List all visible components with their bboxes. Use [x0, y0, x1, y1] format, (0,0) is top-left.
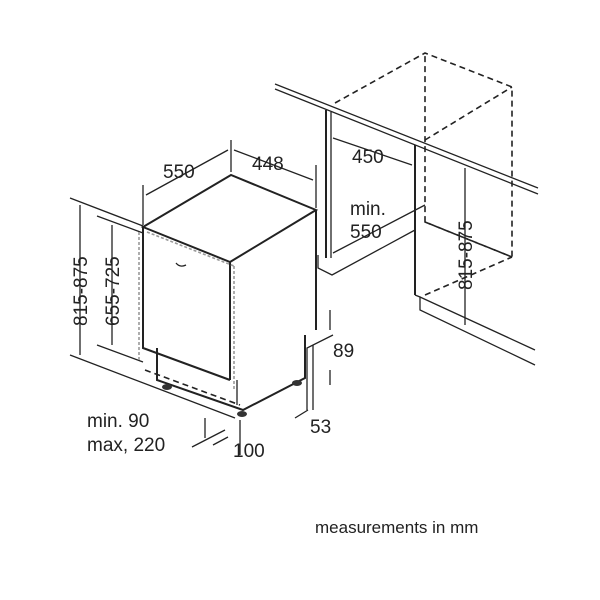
left-countertop	[69, 197, 236, 419]
dim-door-height: 655-725	[103, 256, 124, 326]
dim-niche-depth-value: 550	[350, 222, 382, 243]
dishwasher	[138, 173, 319, 417]
dim-width-448: 448	[252, 154, 284, 175]
dim-plinth-min: min. 90	[87, 411, 149, 432]
door-handle	[175, 262, 187, 267]
top-dimension-lines	[79, 140, 317, 355]
dim-height-right: 815-875	[456, 220, 477, 290]
dim-plinth-max: max, 220	[87, 435, 165, 456]
dim-niche-depth-label: min.	[350, 199, 386, 220]
dim-depth-550: 550	[163, 162, 195, 183]
niche	[274, 52, 539, 366]
dim-plinth-53: 53	[310, 417, 331, 438]
dim-height-left: 815-875	[71, 256, 92, 326]
caption: measurements in mm	[315, 518, 478, 537]
dim-plinth-89: 89	[333, 341, 354, 362]
dim-niche-width-450: 450	[352, 147, 384, 168]
foot	[162, 384, 172, 390]
foot	[237, 411, 247, 417]
dim-plinth-100: 100	[233, 441, 265, 462]
foot	[292, 380, 302, 386]
plinth-lines	[191, 310, 334, 455]
